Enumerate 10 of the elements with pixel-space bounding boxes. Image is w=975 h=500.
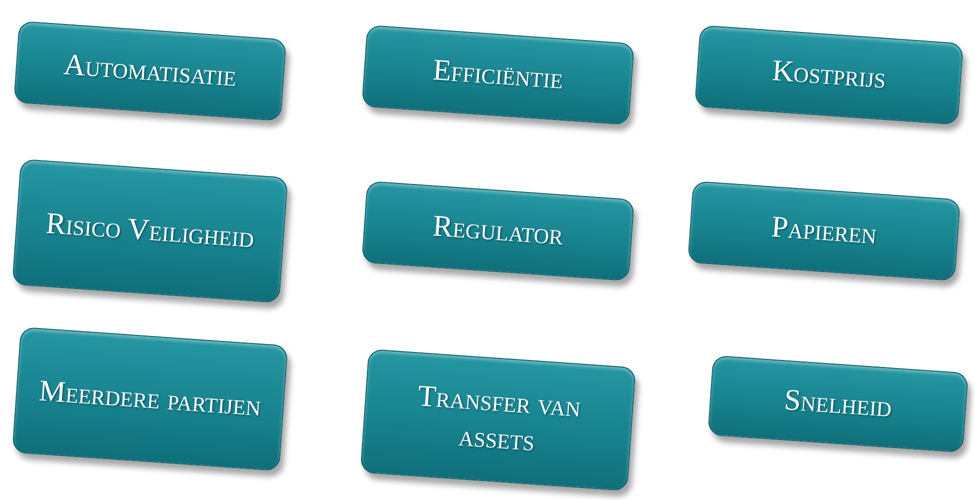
tile-label: Papieren [770, 210, 878, 253]
tile-label: Kostprijs [770, 53, 888, 98]
tile-label: Efficiëntie [432, 52, 564, 98]
tile-label: Snelheid [782, 382, 893, 426]
tile-label: Meerdere partijen [38, 374, 262, 425]
tile-label: Transfer van assets [416, 378, 583, 460]
tile-label: Regulator [432, 208, 564, 254]
topic-tile [708, 355, 968, 453]
tile-label: Risico Veiligheid [44, 206, 256, 256]
tile-label: Automatisatie [62, 47, 238, 96]
